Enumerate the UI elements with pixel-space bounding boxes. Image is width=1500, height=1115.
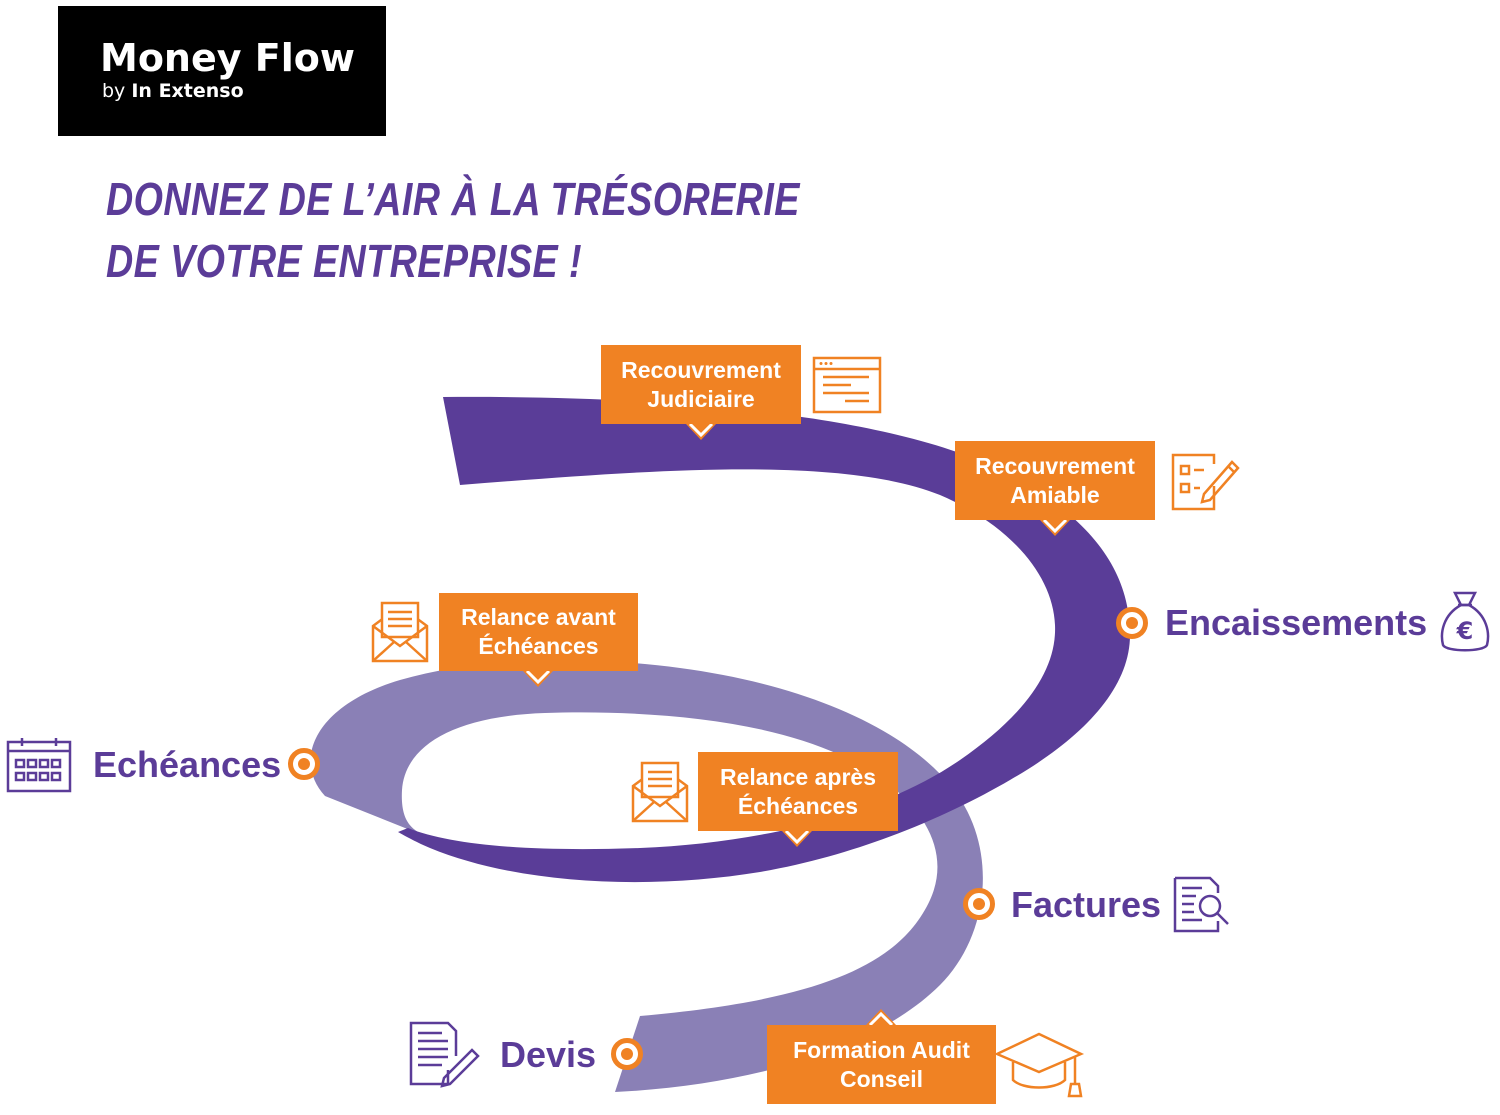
box-line: Échéances [478, 633, 599, 659]
calendar-icon [6, 738, 72, 793]
envelope-letter-icon [371, 601, 429, 663]
box-line: Recouvrement [621, 356, 781, 383]
box-line: Relance après [720, 763, 876, 790]
money-bag-euro-icon: € [1440, 591, 1490, 652]
document-magnifier-icon [1173, 876, 1229, 933]
stage-label-echeances: Echéances [93, 744, 282, 785]
document-pencil-icon [409, 1021, 480, 1088]
box-line: Conseil [839, 1065, 924, 1092]
spiral-upper-coil [398, 396, 1130, 883]
box-pointer-notches [525, 422, 1068, 1027]
logo-title: Money Flow [100, 36, 355, 80]
checklist-pencil-icon [1171, 453, 1240, 511]
stage-marker-factures [963, 888, 995, 920]
box-relance-apres: Relance après Échéances [698, 752, 898, 831]
browser-window-icon [812, 356, 882, 414]
stage-label-encaissements: Encaissements [1165, 602, 1428, 643]
logo-subtitle: by In Extenso [102, 80, 244, 102]
spiral-lower-coil [310, 659, 983, 1092]
money-flow-logo: Money Flow by In Extenso [58, 6, 386, 136]
page-headline: DONNEZ DE L’AIR À LA TRÉSORERIE DE VOTRE… [106, 168, 800, 292]
graduation-cap-icon [993, 1032, 1085, 1098]
stage-marker-echeances [288, 748, 320, 780]
box-recouvrement-amiable: Recouvrement Amiable [955, 441, 1155, 520]
stage-label-devis: Devis [500, 1034, 597, 1075]
box-formation-audit-conseil: Formation Audit Conseil [767, 1025, 996, 1104]
headline-line-1: DONNEZ DE L’AIR À LA TRÉSORERIE [106, 173, 800, 225]
headline-line-2: DE VOTRE ENTREPRISE ! [106, 235, 582, 287]
logo-sub-brand: In Extenso [131, 80, 244, 102]
box-line: Judiciaire [647, 385, 755, 412]
stage-marker-devis [611, 1038, 643, 1070]
box-line: Recouvrement [975, 452, 1135, 479]
box-line: Échéances [737, 792, 859, 819]
box-relance-avant: Relance avant Échéances [439, 593, 638, 671]
box-recouvrement-judiciaire: Recouvrement Judiciaire [601, 345, 801, 424]
stage-label-factures: Factures [1011, 884, 1162, 925]
box-line: Relance avant [461, 604, 616, 630]
stage-marker-encaissements [1116, 607, 1148, 639]
logo-sub-prefix: by [102, 80, 126, 102]
svg-text:€: € [1456, 617, 1474, 645]
envelope-letter-icon [631, 761, 689, 823]
box-line: Amiable [1010, 481, 1100, 508]
box-line: Formation Audit [793, 1036, 970, 1063]
